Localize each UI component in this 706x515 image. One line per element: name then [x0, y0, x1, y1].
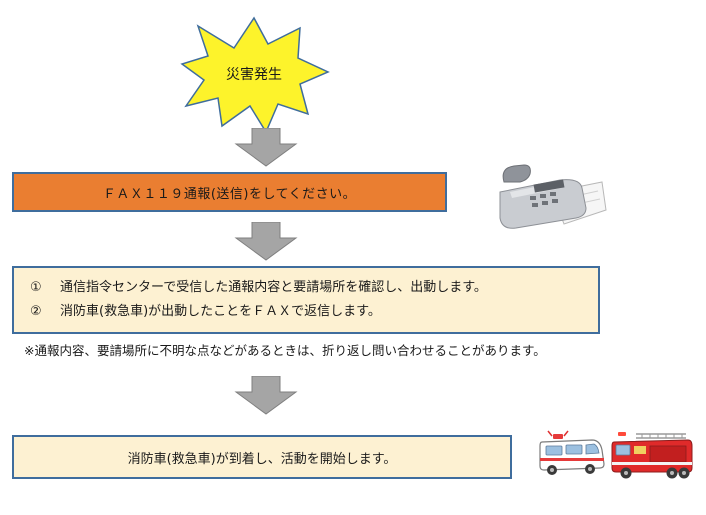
item-text: 通信指令センターで受信した通報内容と要請場所を確認し、出動します。 [60, 280, 487, 295]
inquiry-note: ※通報内容、要請場所に不明な点などがあるときは、折り返し問い合わせることがありま… [24, 343, 546, 358]
down-arrow-icon [234, 128, 298, 167]
item-text: 消防車(救急車)が出動したことをＦＡＸで返信します。 [60, 304, 381, 319]
fire-engine-icon [611, 432, 693, 479]
fax-step-text: ＦＡＸ１１９通報(送信)をしてください。 [102, 186, 357, 202]
starburst-icon [180, 16, 330, 134]
dispatch-item: ② 消防車(救急車)が出動したことをＦＡＸで返信します。 [30, 300, 381, 324]
item-number: ② [30, 304, 42, 319]
arrival-step-box: 消防車(救急車)が到着し、活動を開始します。 [12, 435, 512, 479]
disaster-label: 災害発生 [226, 67, 282, 83]
down-arrow-icon [234, 376, 298, 415]
fax-step-box: ＦＡＸ１１９通報(送信)をしてください。 [12, 172, 447, 212]
ambulance-icon [539, 430, 605, 475]
down-arrow-icon [234, 222, 298, 261]
fax-machine-icon [499, 164, 607, 229]
dispatch-item: ① 通信指令センターで受信した通報内容と要請場所を確認し、出動します。 [30, 276, 487, 300]
arrival-step-text: 消防車(救急車)が到着し、活動を開始します。 [127, 451, 397, 467]
item-number: ① [30, 280, 42, 295]
dispatch-step-box: ① 通信指令センターで受信した通報内容と要請場所を確認し、出動します。 ② 消防… [12, 266, 600, 334]
